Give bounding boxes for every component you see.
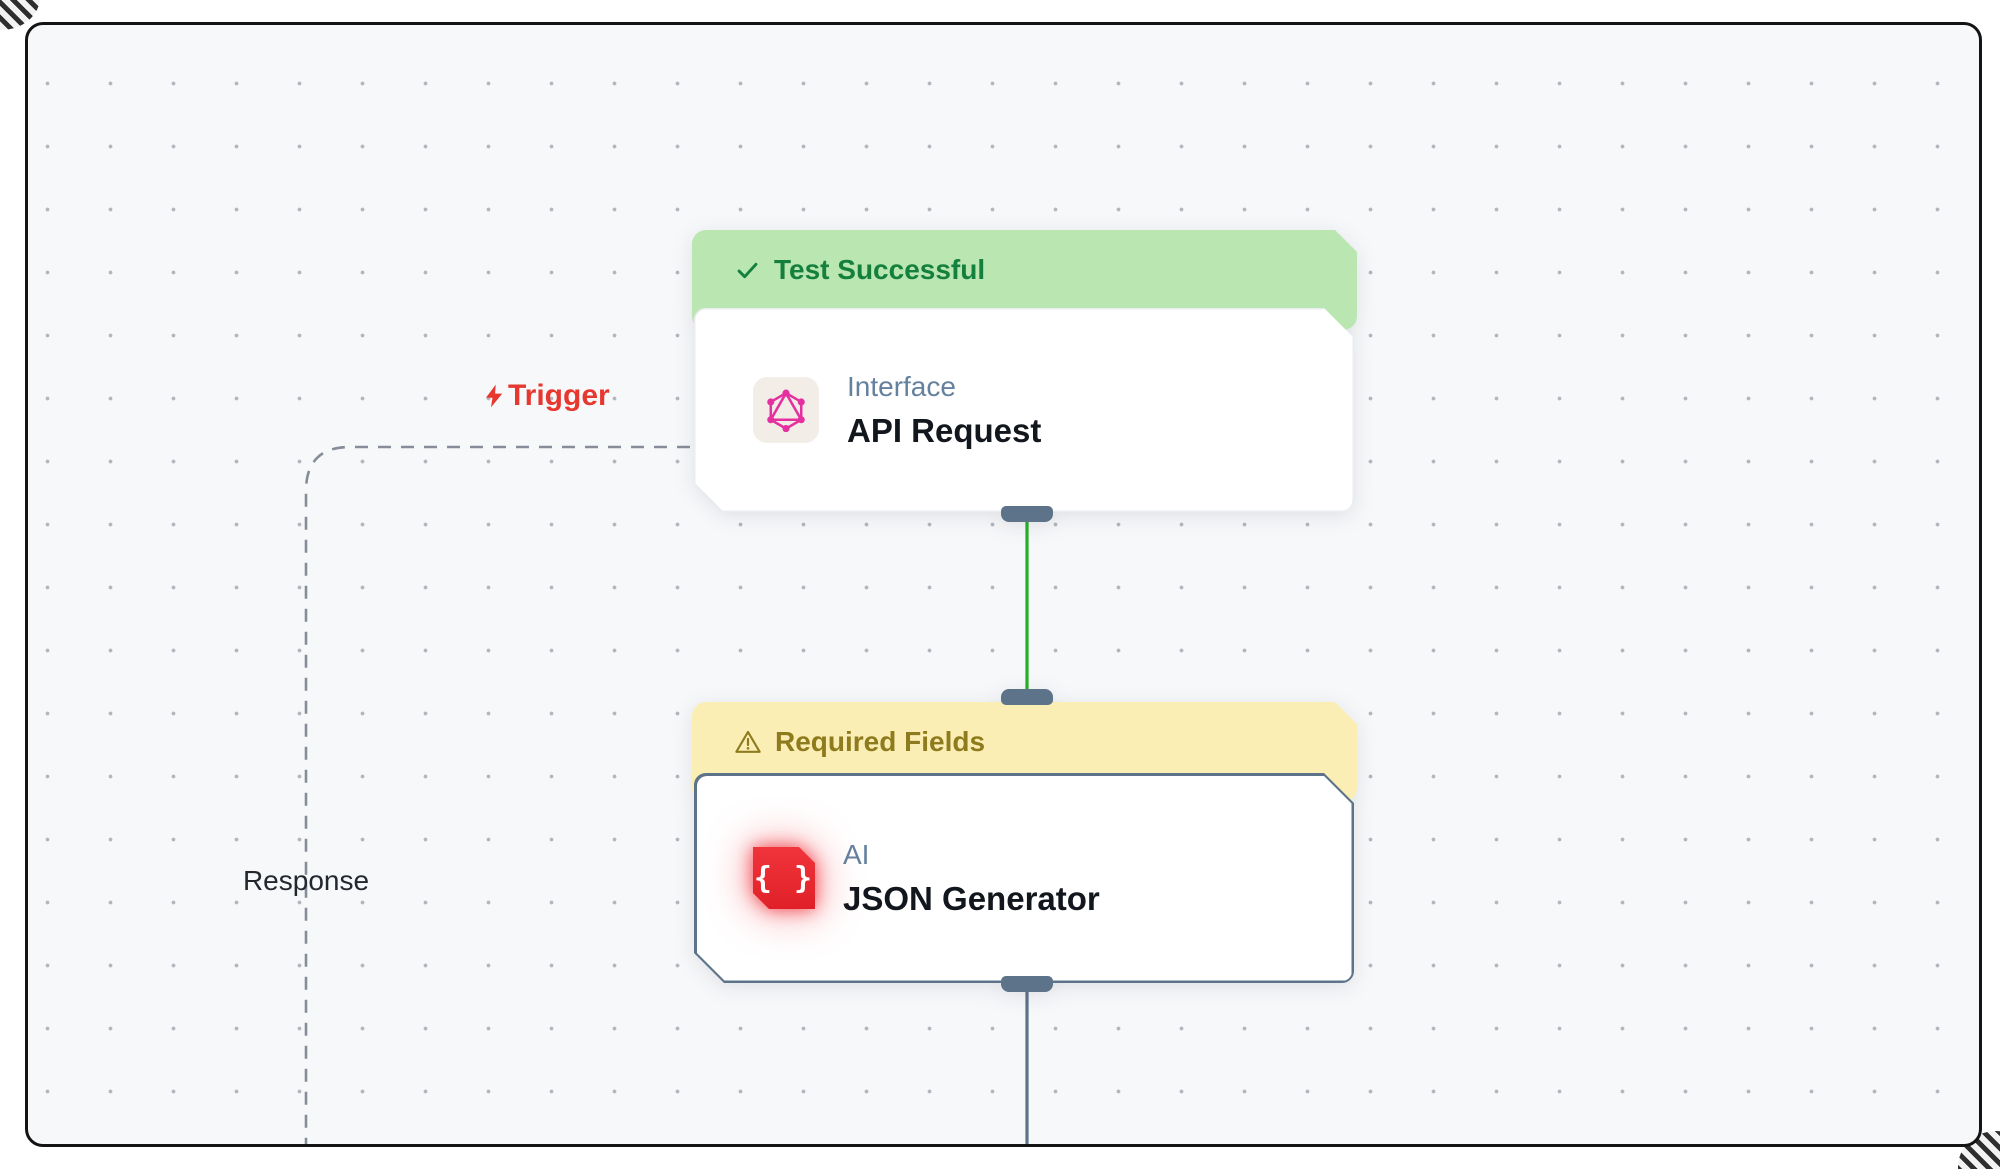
lightning-bolt-icon: [485, 384, 503, 408]
status-text: Required Fields: [775, 726, 986, 757]
status-text: Test Successful: [774, 254, 986, 285]
response-label-text: Response: [242, 865, 370, 896]
node-category: AI: [843, 838, 870, 870]
node-card[interactable]: { } AI JSON Generator: [694, 773, 1354, 983]
check-icon: [734, 257, 761, 284]
output-port-handle[interactable]: [1001, 506, 1053, 522]
response-label[interactable]: Response: [243, 865, 369, 897]
input-port-handle[interactable]: [1001, 689, 1053, 705]
json-braces-icon: { }: [753, 847, 815, 909]
node-title: API Request: [847, 411, 1042, 449]
node-title: JSON Generator: [843, 879, 1100, 917]
warning-triangle-icon: [734, 728, 762, 756]
node-json-generator[interactable]: Required Fields { } AI JSON Generator: [692, 689, 1357, 992]
node-category: Interface: [847, 370, 956, 402]
braces-glyph: { }: [753, 860, 815, 896]
trigger-label-text: Trigger: [508, 379, 610, 412]
graphql-icon: [753, 377, 819, 443]
output-port-handle[interactable]: [1001, 976, 1053, 992]
trigger-label[interactable]: Trigger: [481, 379, 610, 413]
node-card[interactable]: Interface API Request: [694, 308, 1354, 512]
node-api-request[interactable]: Test Successful: [692, 230, 1357, 522]
